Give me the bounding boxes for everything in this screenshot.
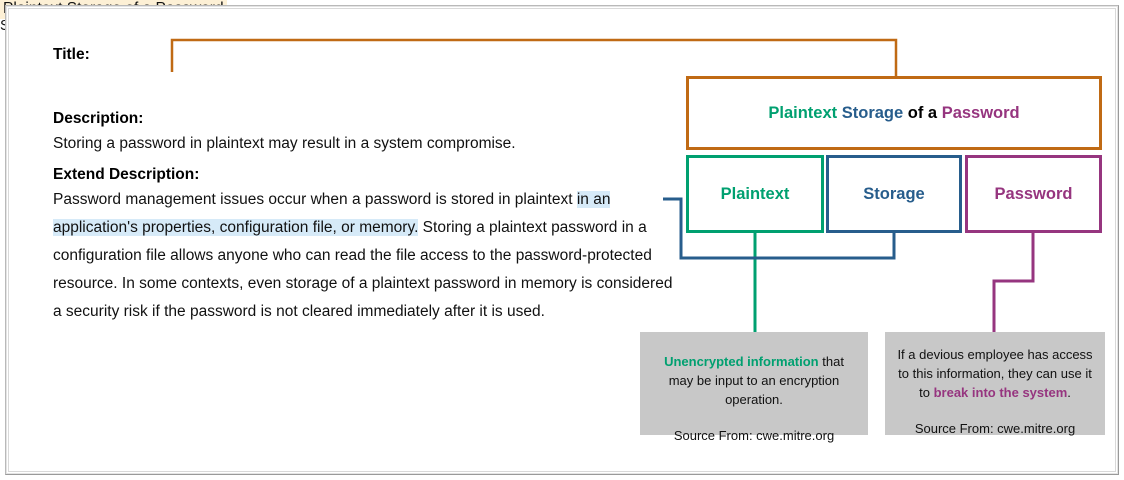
note-right-highlight: break into the system xyxy=(933,385,1068,400)
extend-description-label: Extend Description: xyxy=(53,166,200,183)
diagram-box-plaintext-label: Plaintext xyxy=(720,184,790,203)
note-left-highlight: Unencrypted information xyxy=(664,354,819,369)
extend-text-part2: Storing a plaintext password in a config… xyxy=(53,219,673,320)
diagram-box-plaintext: Plaintext xyxy=(686,155,824,233)
title-word-of-a: of a xyxy=(903,103,942,122)
title-word-password: Password xyxy=(941,103,1020,122)
title-word-storage: Storage xyxy=(841,103,904,122)
diagram-box-storage-label: Storage xyxy=(863,184,925,203)
diagram-box-storage: Storage xyxy=(826,155,962,233)
note-left-rest: that may be input to an encryption opera… xyxy=(668,354,844,407)
extend-description-value: Password management issues occur when a … xyxy=(53,186,678,326)
note-left-paragraph: Unencrypted information that may be inpu… xyxy=(640,352,868,409)
diagram-title-box: Plaintext Storage of a Password xyxy=(686,76,1102,150)
note-right-tail: . xyxy=(1067,385,1071,400)
description-value: Storing a password in plaintext may resu… xyxy=(53,135,516,152)
title-label: Title: xyxy=(53,46,90,63)
diagram-box-password-label: Password xyxy=(994,184,1073,203)
note-box-password: If a devious employee has access to this… xyxy=(885,332,1105,436)
note-box-plaintext: Unencrypted information that may be inpu… xyxy=(640,332,868,443)
diagram-box-password: Password xyxy=(965,155,1102,233)
note-left-source: Source From: cwe.mitre.org xyxy=(673,428,835,443)
note-right-paragraph: If a devious employee has access to this… xyxy=(885,345,1105,402)
extend-text-part1: Password management issues occur when a … xyxy=(53,191,577,208)
note-right-source: Source From: cwe.mitre.org xyxy=(914,421,1076,436)
note-right-lead: If a devious employee has access to this… xyxy=(897,347,1093,400)
diagram-title-text: Plaintext Storage of a Password xyxy=(768,104,1019,123)
description-label: Description: xyxy=(53,110,144,127)
title-word-plaintext: Plaintext xyxy=(768,103,838,122)
